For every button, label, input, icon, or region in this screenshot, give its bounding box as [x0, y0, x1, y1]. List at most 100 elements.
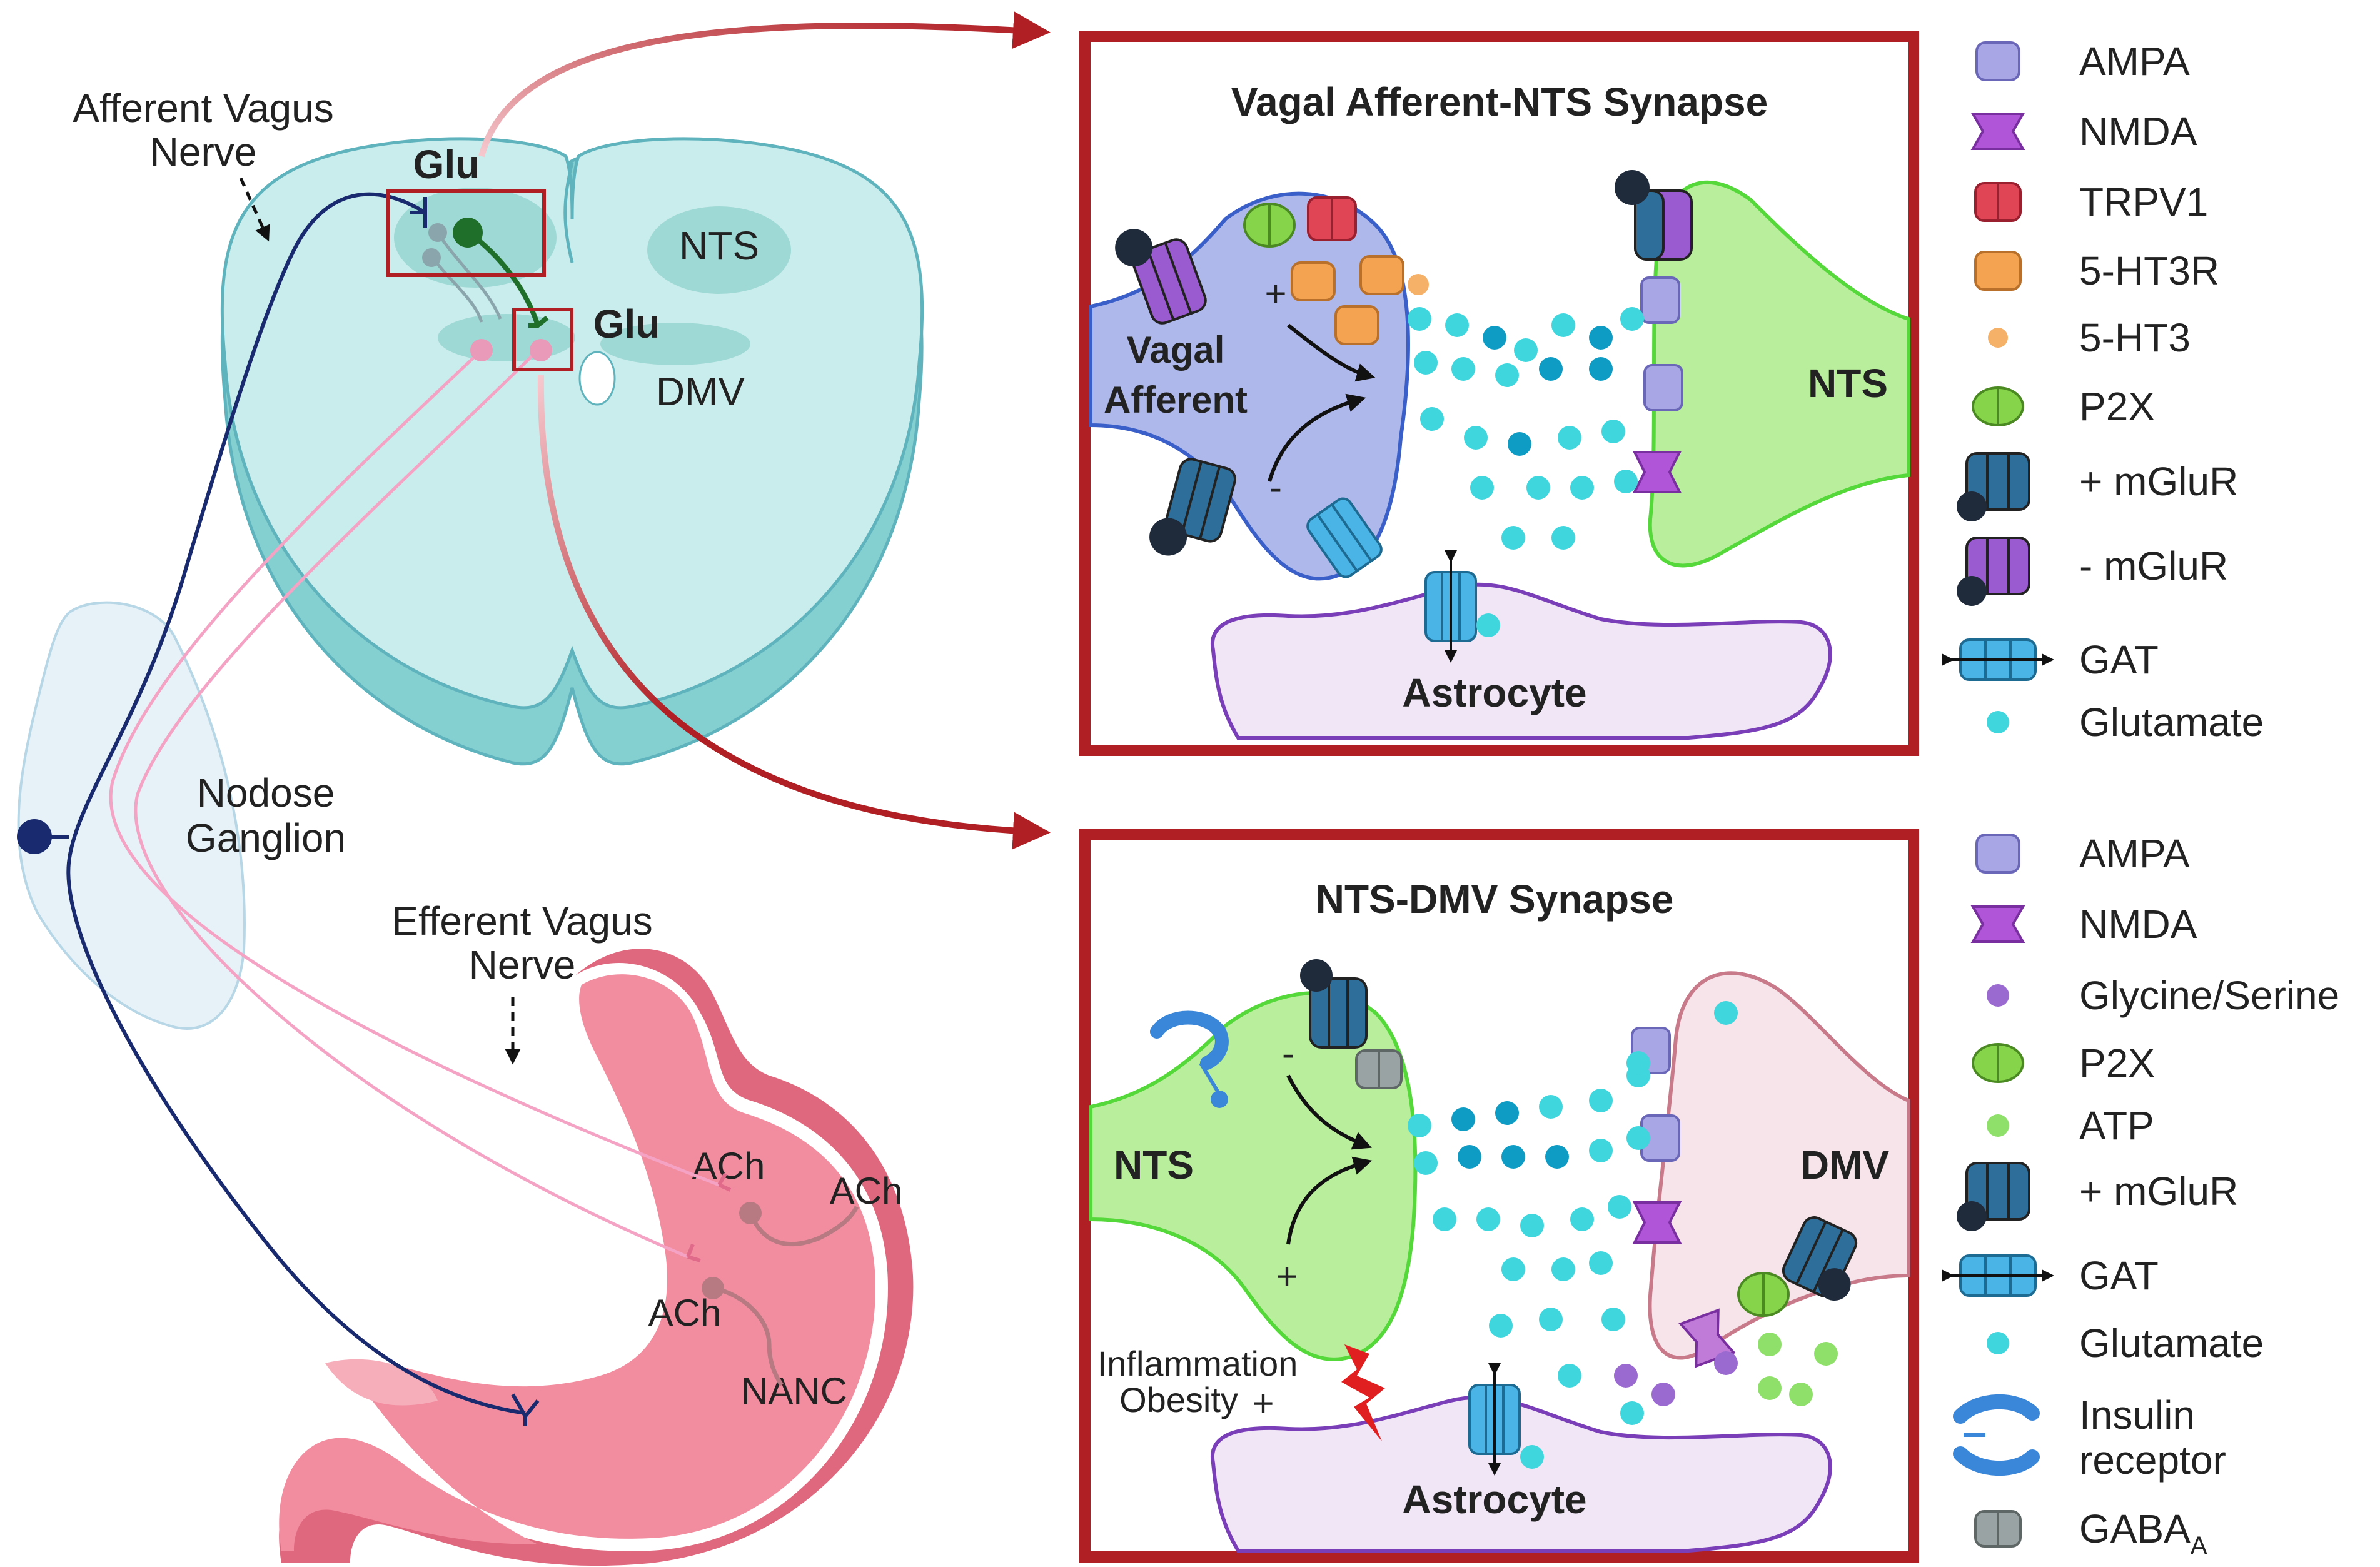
ampa-receptor-1: [1640, 276, 1680, 324]
glutamate-molecule: [1501, 1145, 1525, 1169]
mglur-plus-icon: [1957, 452, 2030, 521]
glutamate-molecule: [1451, 357, 1475, 381]
glutamate-molecule: [1558, 1364, 1581, 1388]
legend-row: TRPV1: [1974, 179, 2208, 224]
efferent-vagus-label-1: Efferent Vagus: [391, 899, 652, 944]
glutamate-molecule: [1420, 407, 1444, 431]
legend-label-subscript: A: [2191, 1532, 2207, 1559]
nodose-neuron-soma: [17, 819, 52, 854]
gaba-a-icon: [1974, 1510, 2022, 1548]
glutamate-icon: [1987, 711, 2009, 733]
mglur-minus-icon: [1957, 537, 2030, 606]
glutamate-molecule: [1495, 1101, 1519, 1125]
nts-brain-label: NTS: [679, 223, 759, 268]
top-minus-sign: -: [1269, 466, 1282, 508]
glutamate-icon: [1987, 1332, 2009, 1354]
nanc-label: NANC: [741, 1370, 847, 1412]
glutamate-molecule: [1539, 357, 1563, 381]
legend-label: GAT: [2079, 1253, 2159, 1298]
bottom-minus-sign: -: [1282, 1032, 1294, 1074]
gat-transporter-astrocyte-top: [1424, 550, 1477, 663]
nodose-label-2: Ganglion: [186, 815, 346, 860]
left-panel: NTS DMV Nodose Ganglion ACh ACh ACh NANC: [17, 11, 1051, 1566]
glutamate-molecule: [1601, 1308, 1625, 1331]
vagal-label-1: Vagal: [1127, 329, 1225, 371]
legend-label-line2: receptor: [2079, 1438, 2226, 1483]
glutamate-molecule: [1520, 1445, 1544, 1469]
dmv-postsynaptic-label: DMV: [1800, 1142, 1890, 1187]
legend-label: P2X: [2079, 1040, 2155, 1086]
glutamate-molecule: [1476, 613, 1500, 637]
atp-molecule: [1814, 1342, 1838, 1366]
efferent-vagus-label-2: Nerve: [469, 942, 576, 987]
glutamate-molecule: [1545, 1145, 1569, 1169]
mglur-plus-presynaptic: [1300, 959, 1368, 1049]
glutamate-molecule: [1508, 432, 1531, 456]
ampa-icon: [1975, 41, 2020, 81]
nmda-receptor-dmv-2: [1678, 1308, 1736, 1368]
legend-label: - mGluR: [2079, 543, 2228, 588]
glycine-serine-molecule: [1614, 1364, 1638, 1388]
5ht3-icon: [1988, 328, 2008, 348]
trpv1-receptor: [1307, 196, 1357, 241]
glutamate-molecule: [1445, 313, 1469, 337]
bottom-astrocyte: [1210, 1395, 1832, 1553]
bottom-minus-arrow: [1286, 1074, 1372, 1150]
nts-presynaptic-label: NTS: [1114, 1142, 1194, 1187]
legend-row: AMPA: [1975, 39, 2190, 84]
glycine-serine-molecule: [1714, 1351, 1738, 1375]
mglur-minus-receptor: [1115, 229, 1207, 325]
glutamate-molecule: [1414, 351, 1438, 375]
top-minus-arrow: [1268, 393, 1366, 482]
glutamate-molecule: [1620, 307, 1644, 331]
legend-label: NMDA: [2079, 109, 2197, 154]
glutamate-molecule: [1620, 1401, 1644, 1425]
afferent-vagus-fiber: [66, 192, 526, 1415]
glutamate-molecule: [1589, 1139, 1613, 1162]
glutamate-molecule: [1601, 420, 1625, 443]
central-canal: [578, 351, 616, 406]
5ht3r-receptor-2: [1359, 255, 1404, 295]
legend-label: GABAA: [2079, 1506, 2207, 1559]
inflammation-plus-sign: +: [1252, 1383, 1274, 1424]
glycine-serine-molecule: [1651, 1383, 1675, 1406]
lightning-bolt-icon: [1341, 1344, 1385, 1441]
glutamate-molecule: [1501, 526, 1525, 550]
legend-label: P2X: [2079, 384, 2155, 429]
legend-label: GAT: [2079, 637, 2159, 682]
glutamate-molecule: [1414, 1151, 1438, 1175]
glutamate-molecule: [1539, 1308, 1563, 1331]
nts-synapse-label: NTS: [1808, 361, 1888, 406]
ach-label-2: ACh: [830, 1170, 903, 1212]
glutamate-molecule: [1551, 526, 1575, 550]
p2x-receptor-dmv: [1737, 1272, 1790, 1317]
bottom-synapse-title: NTS-DMV Synapse: [1316, 877, 1674, 922]
legend-row: 5-HT3: [1988, 315, 2191, 360]
bottom-plus-arrow: [1286, 1156, 1373, 1245]
5ht3-ligand: [1408, 274, 1429, 295]
obesity-label: Obesity: [1119, 1380, 1238, 1419]
nts-nucleus-right: [647, 206, 791, 294]
nts-dmv-synapse-panel: NTS-DMV Synapse NTS DMV Astrocyte - + In…: [1079, 829, 1919, 1563]
p2x-receptor: [1243, 203, 1296, 248]
insulin-receptor: [1150, 1010, 1229, 1108]
legend-label: AMPA: [2079, 831, 2190, 876]
glutamate-molecule: [1451, 1107, 1475, 1131]
gat-transporter-presynaptic: [1306, 497, 1383, 578]
glutamate-molecule: [1464, 426, 1488, 450]
glutamate-molecule: [1476, 1207, 1500, 1231]
legend-row: - mGluR: [1957, 537, 2228, 606]
glutamate-molecule: [1495, 363, 1519, 387]
glutamate-molecule: [1470, 476, 1494, 500]
bottom-plus-sign: +: [1276, 1256, 1298, 1297]
5ht3r-receptor-1: [1291, 261, 1336, 301]
glutamate-molecule: [1570, 1207, 1594, 1231]
afferent-terminal-stomach: [511, 1393, 540, 1426]
mglur-plus-icon: [1957, 1162, 2030, 1231]
legend-label: TRPV1: [2079, 179, 2208, 224]
glycine-serine-icon: [1987, 984, 2009, 1007]
glu-top-label: Glu: [413, 142, 480, 187]
glutamate-molecule: [1714, 1001, 1738, 1025]
vagal-afferent-nts-synapse-panel: Vagal Afferent-NTS Synapse Vagal Afferen…: [1079, 31, 1919, 756]
glutamate-molecule: [1458, 1145, 1481, 1169]
